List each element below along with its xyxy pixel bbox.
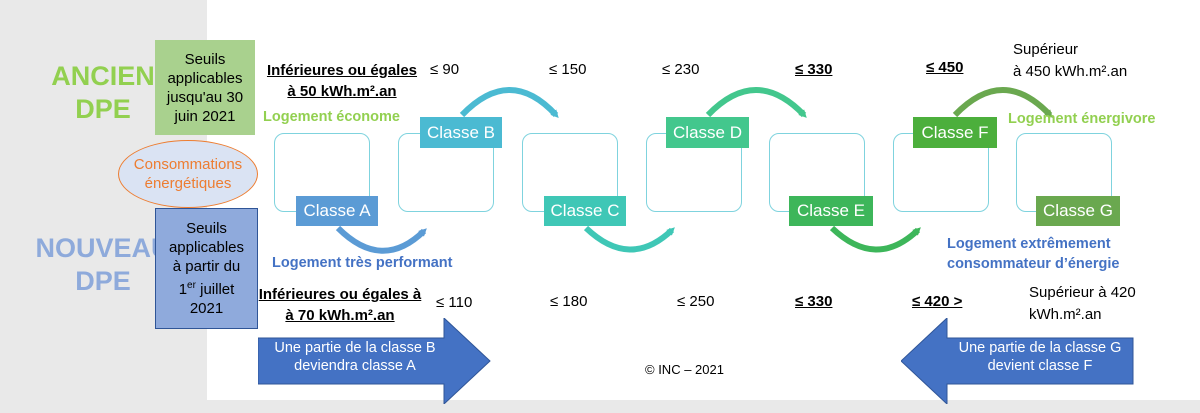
label-extreme-line2: consommateur d’énergie [947, 256, 1120, 272]
ancien-threshold-a: Inférieures ou égales à 50 kWh.m².an [262, 60, 422, 102]
nouveau-box-line: Seuils [186, 220, 227, 237]
big-arrow-left-shape [901, 318, 1134, 404]
nouveau-box-line: applicables [168, 239, 245, 256]
nouveau-dpe-title: NOUVEAU DPE [8, 232, 198, 298]
nouveau-threshold-a-line2: à 70 kWh.m².an [285, 307, 395, 324]
ancien-dpe-title: ANCIEN DPE [8, 60, 198, 126]
label-logement-econome: Logement économe [263, 109, 400, 125]
arrow-d-to-e [705, 87, 807, 118]
nouveau-threshold-b: ≤ 110 [436, 294, 473, 311]
ancien-threshold-d: ≤ 230 [662, 61, 700, 78]
ancien-threshold-f: ≤ 450 [926, 59, 964, 76]
nouveau-threshold-g-line1: Supérieur à 420 [1029, 284, 1136, 301]
ancien-threshold-g-line2: à 450 kWh.m².an [1013, 63, 1128, 80]
copyright: © INC – 2021 [645, 362, 724, 377]
big-arrow-left-text: Une partie de la classe G devient classe… [947, 339, 1133, 375]
ancien-threshold-b: ≤ 90 [430, 61, 460, 78]
ordinal-number: 1 [178, 281, 188, 298]
ancien-box-line: jusqu'au 30 [166, 88, 244, 106]
nouveau-threshold-d: ≤ 250 [677, 293, 715, 310]
ancien-threshold-g-line1: Supérieur [1013, 41, 1079, 58]
class-b-label: Classe B [420, 117, 502, 148]
ancien-threshold-c: ≤ 150 [549, 61, 587, 78]
nouveau-threshold-a-line1: Inférieures ou égales à [258, 286, 422, 303]
consommations-line: Consommations [133, 156, 243, 173]
ancien-threshold-g: Supérieur à 450 kWh.m².an [1013, 39, 1127, 83]
arrow-b-to-c [459, 87, 559, 118]
label-logement-extremement-consommateur: Logement extrêmement consommateur d’éner… [947, 234, 1119, 274]
nouveau-threshold-g: Supérieur à 420 kWh.m².an [1029, 282, 1136, 326]
big-arrow-left-line2: devient classe F [987, 358, 1093, 374]
nouveau-threshold-e: ≤ 330 [795, 293, 833, 310]
nouveau-threshold-g-line2: kWh.m².an [1029, 306, 1102, 323]
ancien-box-line: juin 2021 [174, 107, 236, 125]
nouveau-box-line: 2021 [189, 300, 224, 317]
label-logement-energivore: Logement énergivore [1008, 111, 1156, 127]
ancien-title-line2: DPE [75, 94, 131, 124]
label-extreme-line1: Logement extrêmement [947, 236, 1111, 252]
arrow-e-to-f [829, 225, 921, 253]
consommations-ellipse: Consommations énergétiques [118, 140, 258, 208]
ordinal-rest: juillet [195, 281, 235, 298]
ancien-box-line: Seuils [184, 50, 226, 68]
arrow-c-to-d [583, 225, 675, 253]
ancien-thresholds-box: Seuils applicables jusqu'au 30 juin 2021 [155, 40, 255, 135]
class-g-label: Classe G [1036, 196, 1120, 226]
label-logement-tres-performant: Logement très performant [272, 255, 453, 271]
nouveau-title-line2: DPE [75, 266, 131, 296]
big-arrow-left-line1: Une partie de la classe G [958, 340, 1122, 356]
ordinal-suffix: er [187, 280, 196, 291]
consommations-line: énergétiques [144, 175, 232, 192]
ancien-threshold-a-line1: Inférieures ou égales [266, 62, 418, 79]
class-d-label: Classe D [666, 117, 749, 148]
big-arrow-right-line1: Une partie de la classe B [274, 340, 436, 356]
ancien-box-line: applicables [167, 69, 243, 87]
ancien-threshold-a-line2: à 50 kWh.m².an [287, 83, 397, 100]
nouveau-box-date: 1er juillet [169, 276, 244, 299]
class-c-label: Classe C [544, 196, 626, 226]
nouveau-threshold-a: Inférieures ou égales à à 70 kWh.m².an [254, 284, 426, 326]
ancien-threshold-e: ≤ 330 [795, 61, 833, 78]
class-e-label: Classe E [789, 196, 873, 226]
nouveau-thresholds-box: Seuils applicables à partir du 1er juill… [155, 208, 258, 329]
class-a-label: Classe A [296, 196, 378, 226]
nouveau-title-line1: NOUVEAU [35, 233, 171, 263]
big-arrow-right-line2: deviendra classe A [294, 358, 416, 374]
arrow-a-to-b [335, 225, 427, 254]
arrow-f-to-g [952, 87, 1053, 118]
ancien-title-line1: ANCIEN [51, 61, 155, 91]
big-arrow-right-text: Une partie de la classe B deviendra clas… [262, 339, 448, 375]
class-f-label: Classe F [913, 117, 997, 148]
nouveau-threshold-c: ≤ 180 [550, 293, 588, 310]
big-arrow-right-shape [258, 318, 491, 404]
nouveau-box-line: à partir du [172, 258, 241, 275]
nouveau-threshold-f: ≤ 420 > [912, 293, 963, 310]
